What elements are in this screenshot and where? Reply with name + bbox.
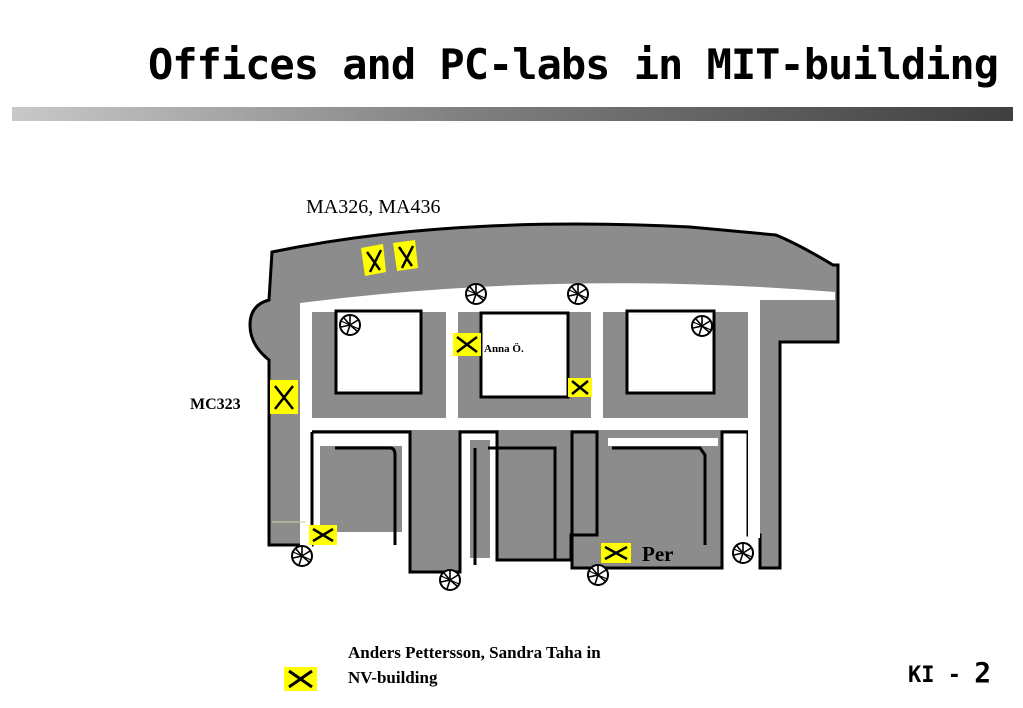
building-outline bbox=[248, 222, 840, 574]
label-per: Per bbox=[642, 542, 674, 566]
door-icon bbox=[339, 314, 361, 336]
legend-text: Anders Pettersson, Sandra Taha in NV-bui… bbox=[348, 643, 601, 687]
label-top-rooms: MA326, MA436 bbox=[306, 196, 441, 218]
door-icon bbox=[691, 315, 713, 337]
door-icon bbox=[587, 564, 609, 586]
office-markers bbox=[270, 240, 631, 563]
office-marker-icon bbox=[568, 378, 592, 397]
office-marker-icon bbox=[393, 240, 418, 271]
door-icon bbox=[567, 283, 589, 305]
office-marker-icon bbox=[309, 525, 337, 545]
office-marker-icon bbox=[453, 333, 481, 356]
legend-marker-icon bbox=[284, 667, 317, 691]
office-marker-icon bbox=[270, 380, 298, 414]
label-anna: Anna Ö. bbox=[484, 343, 524, 355]
door-icon bbox=[465, 283, 487, 305]
title-divider-bar bbox=[12, 107, 1013, 121]
slide-footer: KI - 2 bbox=[908, 656, 991, 689]
door-icon bbox=[439, 569, 461, 591]
label-left-room: MC323 bbox=[190, 396, 241, 413]
slide-number: 2 bbox=[974, 656, 992, 689]
slide-title: Offices and PC-labs in MIT-building bbox=[147, 40, 999, 89]
footer-prefix: KI - bbox=[908, 663, 961, 688]
office-marker-icon bbox=[601, 543, 631, 563]
door-icon bbox=[291, 545, 313, 567]
office-marker-icon bbox=[361, 244, 386, 276]
door-icon bbox=[732, 542, 754, 564]
